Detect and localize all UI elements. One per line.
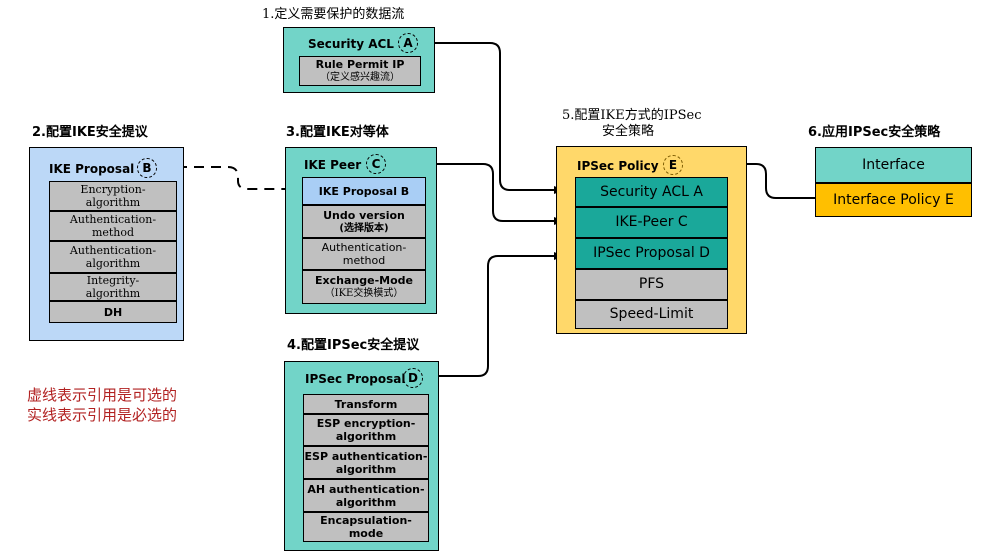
ike-peer-box: IKE Peer C IKE Proposal B Undo version (… (285, 147, 437, 314)
ike-proposal-item: Integrity- algorithm (49, 273, 177, 301)
connector-acl-a (434, 42, 564, 194)
ike-proposal-item: Authentication- method (49, 211, 177, 241)
rule-permit-cell: Rule Permit IP （定义感兴趣流） (299, 56, 421, 86)
ike-proposal-box: IKE Proposal B Encryption- algorithm Aut… (29, 147, 184, 341)
ipsec-policy-box: IPSec Policy E Security ACL A IKE-Peer C… (556, 146, 747, 334)
ike-peer-item: Exchange-Mode （IKE交换模式） (302, 270, 426, 304)
connector-proposal-b-dashed (177, 166, 301, 193)
item-line: AH authentication- (307, 482, 425, 496)
ike-proposal-item: Authentication- algorithm (49, 241, 177, 273)
item-line: ESP authentication- (304, 449, 428, 463)
security-acl-title: Security ACL (308, 37, 394, 51)
ike-peer-item: Authentication- method (302, 238, 426, 270)
item-line: DH (103, 305, 123, 319)
item-line: Authentication- (321, 241, 407, 254)
ipsec-proposal-item: AH authentication- algorithm (303, 479, 429, 512)
item-line: algorithm (335, 495, 397, 509)
item-line: Encapsulation-mode (320, 514, 412, 540)
badge-d: D (403, 368, 423, 388)
legend-dashed-line: 虚线表示引用是可选的 (27, 386, 178, 404)
step-2-heading: 2.配置IKE安全提议 (32, 125, 148, 140)
item-line: (选择版本) (339, 222, 389, 234)
item-line: Exchange-Mode (315, 274, 413, 287)
interface-policy-e: Interface Policy E (815, 183, 972, 217)
step-5-heading-line1: 5.配置IKE方式的IPSec (562, 108, 702, 123)
item-line: Undo version (323, 208, 405, 222)
policy-speed-limit: Speed-Limit (575, 300, 728, 329)
ike-proposal-b-ref-label: IKE Proposal B (318, 184, 410, 198)
security-acl-box: Security ACL A Rule Permit IP （定义感兴趣流） (283, 27, 435, 93)
step-1-heading: 1.定义需要保护的数据流 (262, 7, 405, 22)
legend-solid-line: 实线表示引用是必选的 (27, 406, 178, 424)
ike-proposal-title: IKE Proposal (49, 162, 135, 176)
connector-proposal-d (432, 252, 564, 377)
connector-policy-e (689, 163, 815, 199)
badge-e: E (663, 155, 683, 175)
badge-c: C (366, 154, 386, 174)
ike-proposal-item: DH (49, 301, 177, 323)
badge-a: A (398, 33, 418, 53)
policy-ike-peer-c: IKE-Peer C (575, 207, 728, 238)
item-line: Encryption- (80, 183, 146, 196)
ipsec-proposal-item: Transform (303, 394, 429, 414)
policy-ipsec-proposal-d: IPSec Proposal D (575, 238, 728, 269)
ipsec-proposal-box: IPSec Proposal D Transform ESP encryptio… (284, 361, 439, 551)
step-3-heading: 3.配置IKE对等体 (286, 125, 389, 140)
item-line: algorithm (335, 430, 397, 443)
ike-proposal-b-ref: IKE Proposal B (302, 177, 426, 205)
rule-permit-label: Rule Permit IP (315, 58, 405, 71)
item-line: algorithm (335, 462, 397, 476)
item-line: algorithm (85, 287, 141, 300)
badge-b: B (137, 158, 157, 178)
ike-peer-item: Undo version (选择版本) (302, 205, 426, 238)
ike-proposal-item: Encryption- algorithm (49, 181, 177, 211)
policy-pfs: PFS (575, 269, 728, 300)
ipsec-policy-title: IPSec Policy (577, 159, 659, 173)
item-line: Authentication- (69, 213, 157, 226)
policy-security-acl-a: Security ACL A (575, 177, 728, 207)
step-5-heading-line2: 安全策略 (602, 124, 655, 139)
connector-peer-c (392, 163, 564, 225)
rule-permit-sublabel: （定义感兴趣流） (320, 72, 400, 83)
item-line: method (342, 254, 386, 267)
item-line: Transform (334, 397, 398, 411)
step-4-heading: 4.配置IPSec安全提议 (287, 338, 420, 353)
ipsec-proposal-item: ESP authentication- algorithm (303, 446, 429, 479)
item-line: （IKE交换模式） (324, 288, 404, 299)
interface-box: Interface (815, 147, 972, 183)
item-line: ESP encryption- (316, 417, 416, 430)
item-line: Integrity- (86, 274, 140, 287)
item-line: algorithm (85, 196, 141, 209)
item-line: algorithm (85, 257, 141, 270)
ipsec-proposal-item: ESP encryption- algorithm (303, 414, 429, 446)
step-6-heading: 6.应用IPSec安全策略 (808, 125, 941, 140)
legend: 虚线表示引用是可选的 实线表示引用是必选的 (27, 385, 177, 425)
item-line: Authentication- (69, 244, 157, 257)
item-line: method (91, 226, 135, 239)
ike-peer-title: IKE Peer (304, 158, 362, 172)
ipsec-proposal-item: Encapsulation-mode (303, 512, 429, 542)
ipsec-proposal-title: IPSec Proposal (305, 372, 406, 386)
